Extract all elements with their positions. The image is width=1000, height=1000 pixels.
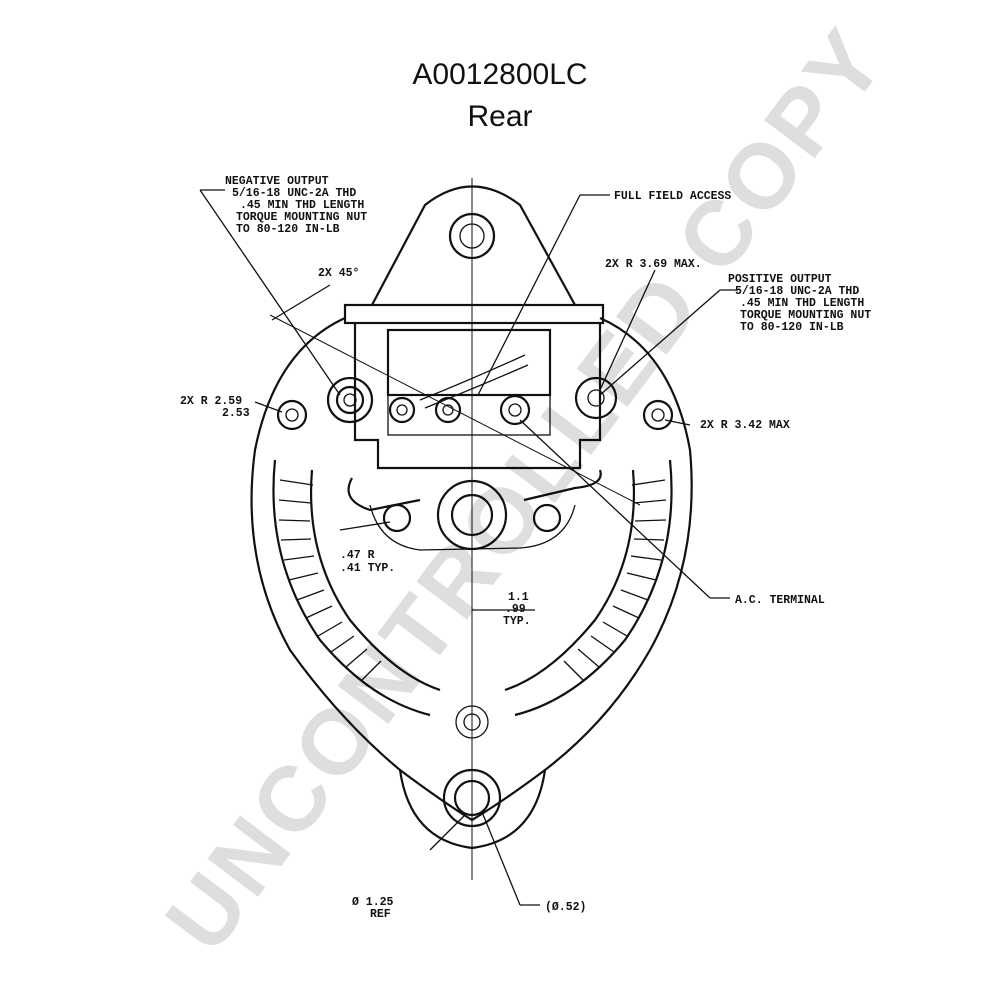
svg-text:.41 TYP.: .41 TYP. (340, 562, 395, 575)
callout-radius-259: 2X R 2.59 2.53 (180, 395, 250, 420)
lower-stud (455, 705, 489, 739)
terminal-stud-1-inner (396, 404, 408, 416)
watermark: UNCONTROLLED COPY (147, 9, 906, 970)
lower-stud-inner (463, 713, 481, 731)
terminal-block-top (343, 303, 605, 325)
terminal-strip (387, 394, 551, 436)
svg-text:POSITIVE OUTPUT: POSITIVE OUTPUT (728, 273, 832, 286)
svg-text:REF: REF (370, 908, 391, 921)
positive-output-stud (574, 376, 618, 420)
hub-bracket (347, 469, 602, 512)
bottom-mount-hole (442, 768, 502, 828)
vent-arc-outer-left (272, 459, 431, 717)
negative-output-stud-inner (343, 393, 357, 407)
svg-text:5/16-18 UNC-2A THD: 5/16-18 UNC-2A THD (735, 285, 859, 298)
bottom-mount-hole-inner (453, 779, 491, 817)
svg-text:2.53: 2.53 (222, 407, 250, 420)
svg-text:.45 MIN THD LENGTH: .45 MIN THD LENGTH (240, 199, 364, 212)
svg-text:TYP.: TYP. (503, 615, 531, 628)
callout-diameter-52: (Ø.52) (545, 901, 586, 914)
ac-terminal-stud-inner (508, 403, 522, 417)
left-bolt-inner (285, 408, 299, 422)
bottom-mounting-ear (398, 769, 547, 850)
svg-text:1.1: 1.1 (508, 591, 529, 604)
svg-text:.47 R: .47 R (340, 549, 375, 562)
callout-radius-342: 2X R 3.42 MAX (700, 419, 790, 432)
terminal-block (353, 323, 602, 470)
callout-full-field-access: FULL FIELD ACCESS (614, 190, 731, 203)
negative-output-stud (326, 376, 374, 424)
callout-radius-369: 2X R 3.69 MAX. (605, 258, 702, 271)
ac-terminal-stud (499, 394, 531, 426)
slot-right (532, 503, 562, 533)
rotor-shaft (450, 493, 494, 537)
leader-lines (199, 189, 738, 906)
callout-ac-terminal: A.C. TERMINAL (735, 594, 825, 607)
diagonal-centerline (269, 314, 641, 506)
callout-offset-dim: 1.1 .99 TYP. (503, 591, 531, 628)
terminal-stud-2 (434, 396, 462, 424)
callout-diameter-125: Ø 1.25 REF (352, 896, 394, 921)
slot-left (382, 503, 412, 533)
svg-text:TORQUE MOUNTING NUT: TORQUE MOUNTING NUT (236, 211, 367, 224)
field-wire (419, 354, 529, 409)
callout-negative-output: NEGATIVE OUTPUT 5/16-18 UNC-2A THD .45 M… (225, 175, 367, 236)
negative-output-stud-nut (335, 385, 365, 415)
terminal-stud-2-inner (442, 404, 454, 416)
view-subtitle: Rear (467, 100, 533, 133)
svg-text:TO 80-120 IN-LB: TO 80-120 IN-LB (236, 223, 340, 236)
left-bolt (276, 399, 308, 431)
svg-text:NEGATIVE OUTPUT: NEGATIVE OUTPUT (225, 175, 329, 188)
right-bolt-inner (651, 408, 665, 422)
hub-plate (369, 504, 576, 551)
vent-arc-outer-right (514, 459, 673, 717)
terminal-stud-1 (388, 396, 416, 424)
top-mount-hole (448, 212, 496, 260)
positive-output-stud-inner (587, 389, 605, 407)
vent-arc-inner-left (309, 469, 441, 692)
svg-text:.99: .99 (505, 603, 526, 616)
svg-text:5/16-18 UNC-2A THD: 5/16-18 UNC-2A THD (232, 187, 356, 200)
part-number-title: A0012800LC (412, 58, 588, 91)
top-mount-hole-inner (459, 223, 485, 249)
right-bolt (642, 399, 674, 431)
svg-text:2X R 2.59: 2X R 2.59 (180, 395, 242, 408)
callout-angle: 2X 45° (318, 267, 359, 280)
svg-text:.45 MIN THD LENGTH: .45 MIN THD LENGTH (740, 297, 864, 310)
svg-text:TO 80-120 IN-LB: TO 80-120 IN-LB (740, 321, 844, 334)
callout-positive-output: POSITIVE OUTPUT 5/16-18 UNC-2A THD .45 M… (728, 273, 871, 334)
top-mounting-ear (371, 185, 576, 306)
vent-slots (278, 479, 667, 681)
callout-slot-radius: .47 R .41 TYP. (340, 549, 395, 575)
housing-outline (250, 316, 693, 822)
svg-text:TORQUE MOUNTING NUT: TORQUE MOUNTING NUT (740, 309, 871, 322)
svg-text:Ø 1.25: Ø 1.25 (352, 896, 394, 909)
vent-arc-inner-right (504, 469, 636, 692)
regulator-housing (386, 328, 552, 397)
